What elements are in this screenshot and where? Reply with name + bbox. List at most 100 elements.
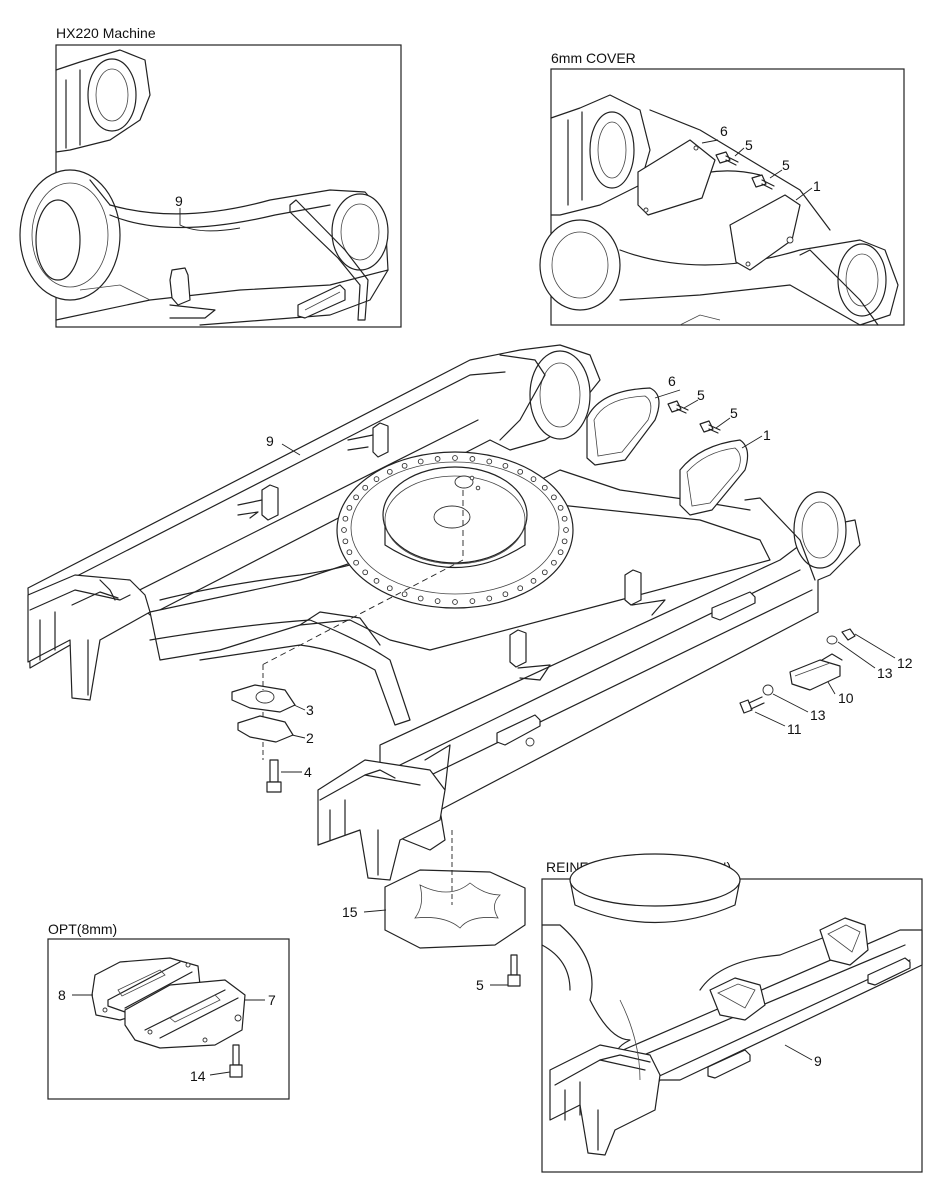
bolt-hole	[353, 494, 359, 501]
main-callouts: 6 5 5 1 9 3 2 4 12 13 10 13 11 15 5	[266, 373, 913, 993]
bolt-hole	[434, 456, 441, 462]
bolt-hole	[342, 538, 349, 545]
callout-main-3: 3	[306, 702, 314, 718]
panel-frame-6mm-cover	[550, 68, 905, 326]
bolt-hole	[401, 591, 408, 598]
main-track-frame	[27, 344, 861, 987]
callout-main-10: 10	[838, 690, 854, 706]
bolt-hole	[541, 569, 548, 576]
bolt-hole	[486, 458, 493, 465]
bolt-hole	[353, 559, 359, 566]
bolt-hole	[557, 549, 564, 556]
leader-main-11	[754, 711, 786, 727]
panel-hx220-machine: HX220 Machine	[19, 25, 402, 328]
leader-main-1	[741, 435, 763, 449]
opt-plates-drawing	[91, 957, 246, 1078]
bolt-hole	[386, 585, 393, 592]
callout-main-11: 11	[787, 721, 802, 737]
callout-cover-5b: 5	[782, 157, 790, 173]
bolt-hole	[551, 559, 557, 566]
callout-main-2: 2	[306, 730, 314, 746]
leader-cover-6	[701, 139, 719, 144]
callout-main-5a: 5	[697, 387, 705, 403]
bolt-hole	[346, 504, 353, 511]
bolt-hole	[417, 458, 424, 465]
bolt-hole	[561, 538, 568, 545]
bolt-hole	[342, 515, 349, 522]
leader-main-3	[293, 704, 306, 711]
callout-main-13a: 13	[877, 665, 893, 681]
bolt-hole	[401, 462, 408, 469]
leader-main-6	[654, 389, 681, 399]
leader-cover-5b	[769, 169, 783, 179]
leader-cover-5a	[734, 147, 745, 157]
under-cover-15	[384, 869, 526, 949]
bolt-hole	[517, 468, 524, 475]
callout-opt-8: 8	[58, 987, 66, 1003]
leader-main-13b	[772, 693, 809, 713]
panel-opt-8mm: OPT(8mm) 8 7 14	[47, 921, 290, 1100]
bolt-hole	[561, 515, 568, 522]
reinforcement-drawing	[541, 853, 923, 1156]
callout-main-5b: 5	[730, 405, 738, 421]
bolt-hole	[341, 527, 347, 533]
panel-reinforcement: REINFORCEMENT(OPTION) 9	[541, 853, 923, 1173]
bolt-hole	[452, 455, 458, 461]
panel-title-hx220: HX220 Machine	[56, 25, 156, 41]
bolt-hole	[551, 494, 557, 501]
bolt-hole	[502, 591, 509, 598]
bolt-hole	[541, 484, 548, 491]
panel-6mm-cover: 6mm COVER	[539, 50, 905, 326]
bolt-hole	[362, 484, 369, 491]
bolt-hole	[557, 504, 564, 511]
swing-circle-bolt-holes	[341, 455, 569, 605]
callout-main-5c: 5	[476, 977, 484, 993]
callout-cover-1: 1	[813, 178, 821, 194]
leader-cover-1	[795, 187, 813, 201]
bolt-hole	[373, 476, 380, 482]
callout-main-12: 12	[897, 655, 913, 671]
bolt-hole	[530, 476, 537, 482]
callout-main-1: 1	[763, 427, 771, 443]
callout-main-6: 6	[668, 373, 676, 389]
callout-main-9: 9	[266, 433, 274, 449]
leader-opt-14	[209, 1071, 231, 1076]
bolt-hole	[434, 598, 441, 604]
callout-cover-5a: 5	[745, 137, 753, 153]
callout-opt-7: 7	[268, 992, 276, 1008]
bolt-hole	[417, 595, 424, 602]
bolt-hole	[563, 527, 569, 533]
leader-hx220-9	[179, 208, 241, 232]
bolt-hole	[530, 578, 537, 584]
bolt-hole	[502, 462, 509, 469]
callout-opt-14: 14	[190, 1068, 206, 1084]
leader-main-15	[363, 909, 387, 913]
plate-2	[237, 715, 294, 743]
leader-main-5b	[715, 417, 731, 429]
callout-main-13b: 13	[810, 707, 826, 723]
cover-frame-drawing	[539, 94, 899, 326]
leader-main-10	[827, 681, 836, 695]
bolt-hole	[346, 549, 353, 556]
callout-main-15: 15	[342, 904, 358, 920]
callout-cover-6: 6	[720, 123, 728, 139]
bolt-hole	[469, 456, 476, 462]
panel-title-opt-8mm: OPT(8mm)	[48, 921, 117, 937]
bolt-hole	[452, 599, 458, 605]
bolt-hole	[486, 595, 493, 602]
panel-frame-opt-8mm	[47, 938, 290, 1100]
bolt-hole	[362, 569, 369, 576]
panel-title-6mm-cover: 6mm COVER	[551, 50, 636, 66]
callout-reinf-9: 9	[814, 1053, 822, 1069]
hx220-frame-drawing	[19, 49, 389, 326]
leader-main-12	[854, 633, 896, 659]
bolt-hole	[517, 585, 524, 592]
callout-main-4: 4	[304, 764, 312, 780]
leader-main-2	[291, 734, 306, 739]
bolt-hole	[386, 468, 393, 475]
callout-hx220-9: 9	[175, 193, 183, 209]
bolt-hole	[373, 578, 380, 584]
leader-main-9	[281, 443, 301, 456]
leader-main-5a	[683, 399, 699, 409]
